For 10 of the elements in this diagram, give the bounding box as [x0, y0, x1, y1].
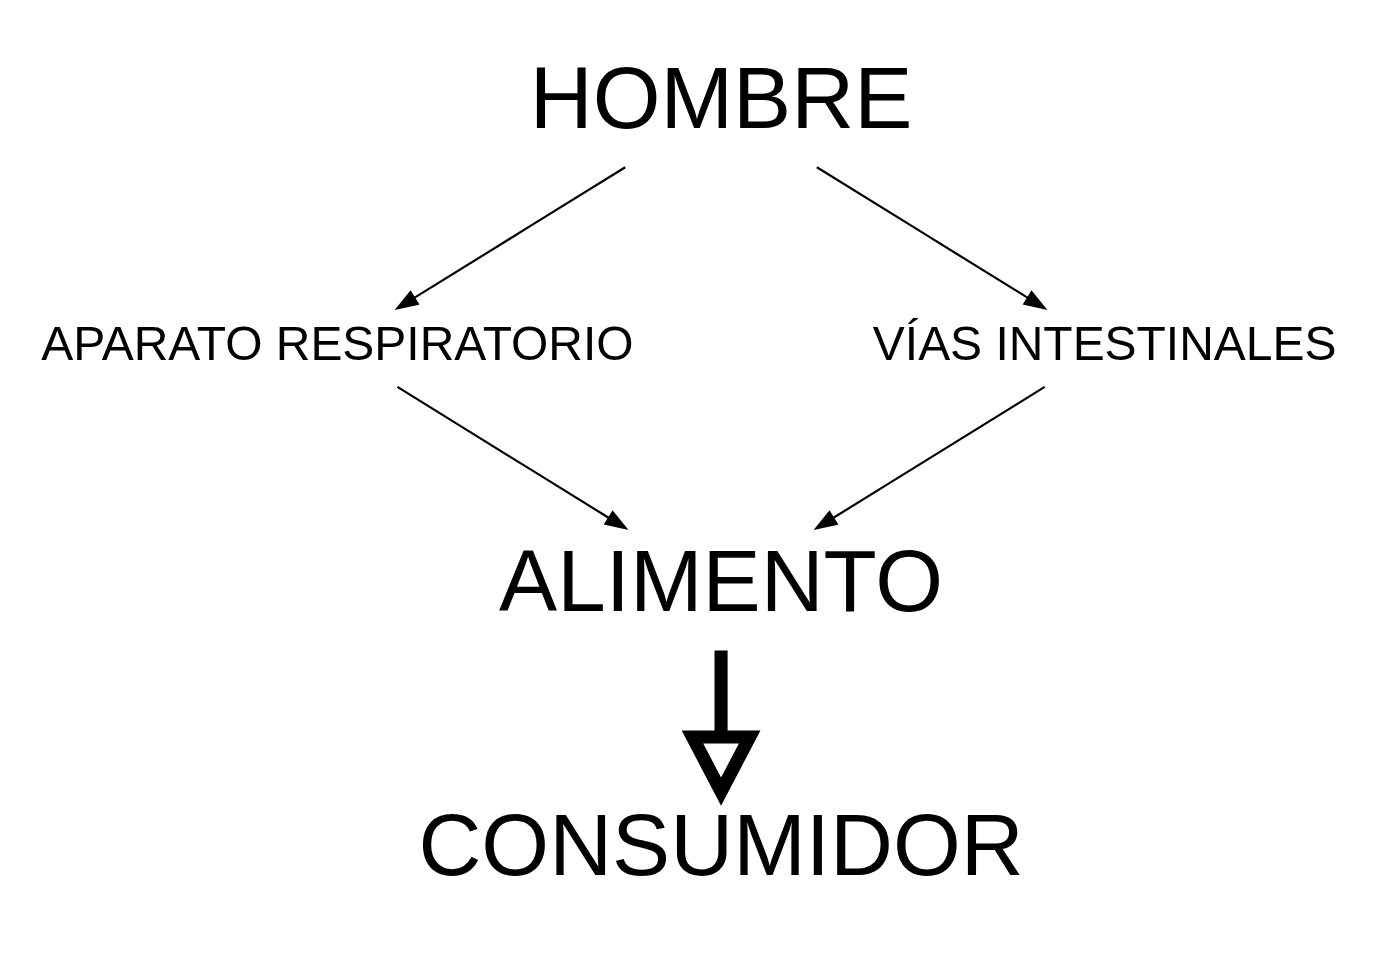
node-text: APARATO RESPIRATORIO: [41, 316, 634, 370]
arrow: [816, 166, 1048, 311]
arrow: [394, 166, 626, 311]
node-text: VÍAS INTESTINALES: [872, 316, 1337, 370]
arrow: [813, 386, 1046, 531]
node-text: HOMBRE: [529, 48, 913, 146]
arrow: [396, 386, 629, 531]
arrow: [681, 650, 761, 806]
node-text: CONSUMIDOR: [418, 796, 1024, 894]
node-text: ALIMENTO: [499, 532, 944, 630]
